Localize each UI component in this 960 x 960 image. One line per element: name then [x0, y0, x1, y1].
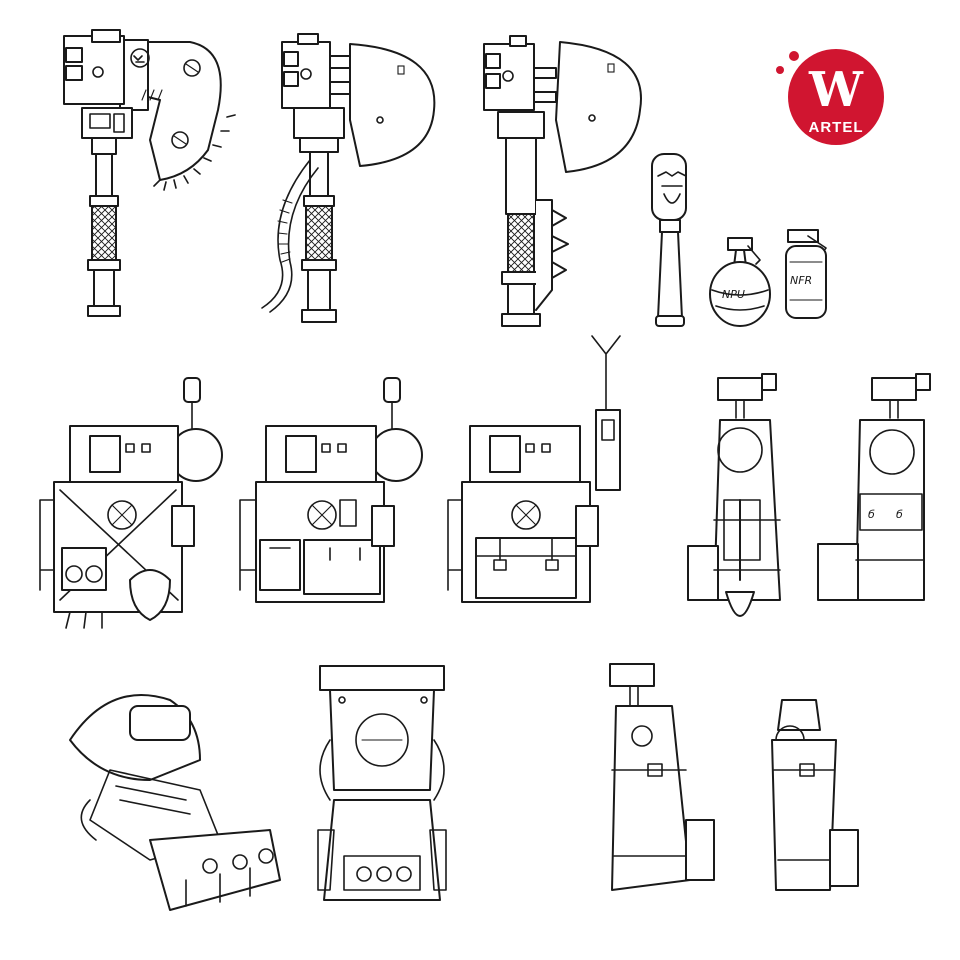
holster-wrench-shovel — [687, 373, 781, 617]
grenade-npu: NPU — [709, 237, 771, 327]
axe-skull-sawblade — [63, 29, 236, 317]
logo-letter: W — [808, 62, 864, 118]
holster-tag: б б — [817, 373, 931, 601]
knife-dwarf-pommel — [651, 153, 687, 327]
axe-hose — [261, 33, 436, 323]
artel-logo: W ARTEL — [776, 49, 884, 145]
holster-tag-left: б — [868, 508, 875, 521]
backpack-strapped — [39, 377, 223, 629]
backpack-pockets — [239, 377, 423, 603]
gauntlet-front — [317, 665, 447, 901]
axe-spiked — [483, 35, 642, 327]
backpack-antenna — [447, 335, 621, 603]
gauntlet-angled — [69, 694, 281, 911]
logo-red-circle — [788, 49, 884, 145]
grenade-nfr: NFR — [785, 229, 827, 319]
holster-bottom-left — [609, 663, 715, 891]
logo-drop-icon — [776, 66, 784, 74]
holster-bottom-right — [771, 699, 859, 891]
grenade-npu-label: NPU — [722, 288, 745, 301]
logo-drop-icon — [789, 51, 799, 61]
grenade-nfr-label: NFR — [790, 274, 812, 287]
holster-tag-right: б — [896, 508, 903, 521]
logo-word: ARTEL — [809, 119, 864, 136]
